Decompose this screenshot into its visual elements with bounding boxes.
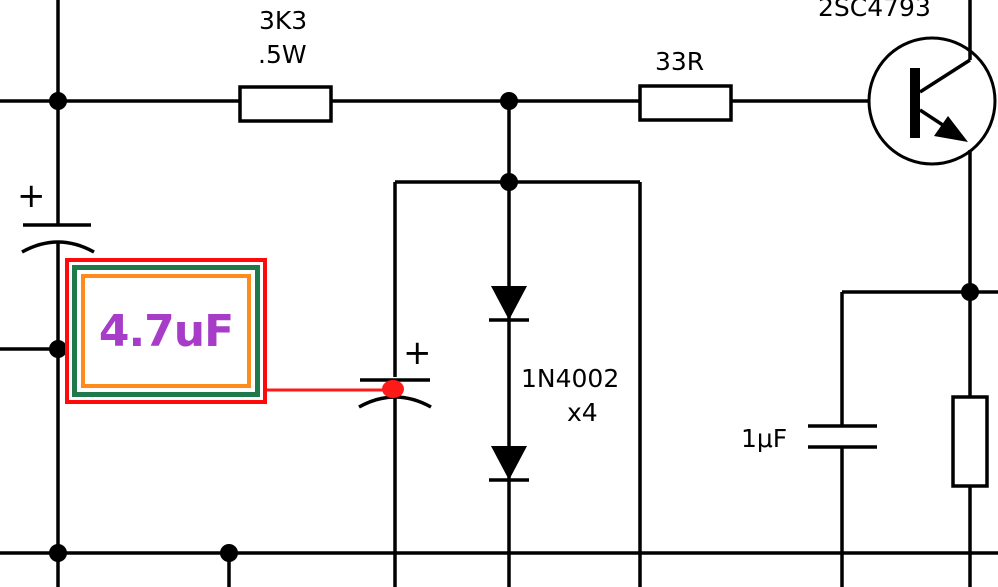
diode-upper bbox=[489, 286, 529, 322]
label-r2-value: 33R bbox=[655, 47, 704, 76]
label-cap-value: 1μF bbox=[741, 424, 787, 453]
label-diode-count: x4 bbox=[567, 398, 598, 427]
annotation-box-orange-border: 4.7uF bbox=[81, 274, 251, 388]
junction-dots bbox=[49, 92, 979, 562]
label-diode-part: 1N4002 bbox=[521, 364, 619, 393]
resistor-33r bbox=[638, 84, 733, 122]
annotation-box-green-border: 4.7uF bbox=[72, 265, 260, 397]
capacitor-left bbox=[21, 223, 95, 254]
annotation-label: 4.7uF bbox=[98, 305, 234, 357]
resistor-right bbox=[951, 395, 989, 488]
plus-sign-left: + bbox=[17, 176, 46, 216]
capacitor-1uf bbox=[808, 424, 877, 449]
diode-lower bbox=[489, 446, 529, 482]
plus-sign-mid: + bbox=[403, 333, 432, 373]
annotation-box: 4.7uF bbox=[65, 258, 267, 404]
label-r1-power: .5W bbox=[258, 40, 307, 69]
label-r1-value: 3K3 bbox=[259, 6, 307, 35]
label-transistor: 2SC4793 bbox=[818, 0, 931, 22]
transistor-2sc4793 bbox=[867, 36, 997, 166]
annotation-marker bbox=[382, 380, 404, 398]
resistor-3k3 bbox=[238, 85, 333, 123]
